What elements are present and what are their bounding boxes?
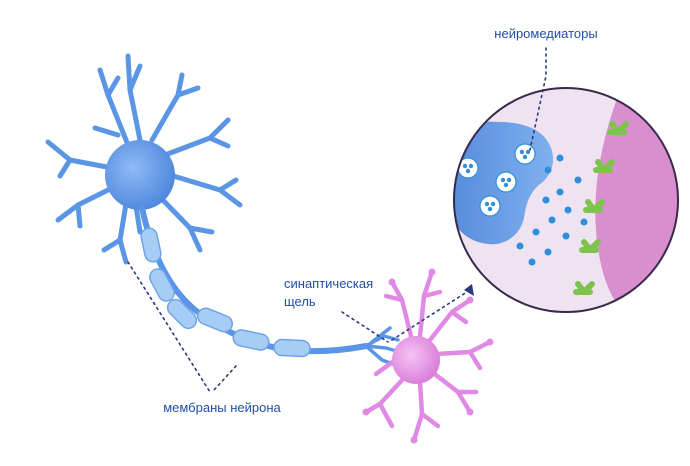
soma-pink — [392, 336, 440, 384]
vesicles — [457, 143, 536, 217]
zoom-link-arrowhead — [464, 284, 474, 296]
label-synaptic-cleft-line2: щель — [284, 294, 316, 309]
dendrites-blue — [45, 53, 243, 265]
myelin-sheath — [140, 227, 311, 358]
label-synaptic-cleft-line1: синаптическая — [284, 276, 373, 291]
pointer-membrane-right — [213, 365, 237, 391]
soma-blue — [105, 140, 175, 210]
postsynaptic-neuron — [362, 268, 494, 444]
pointers — [127, 47, 547, 393]
pointer-membrane-left — [127, 261, 211, 393]
receptors — [573, 121, 629, 295]
pink-terminals — [362, 268, 494, 444]
pointer-zoom-link — [391, 289, 471, 341]
dendrites-pink — [363, 269, 493, 443]
label-neurotransmitters: нейромедиаторы — [494, 26, 597, 41]
presynaptic-neuron — [45, 53, 402, 368]
label-neuron-membranes: мембраны нейрона — [163, 400, 281, 415]
vesicle-molecules — [462, 149, 531, 212]
released-neurotransmitters — [516, 154, 588, 266]
pointer-neurotransmitters — [529, 47, 547, 151]
